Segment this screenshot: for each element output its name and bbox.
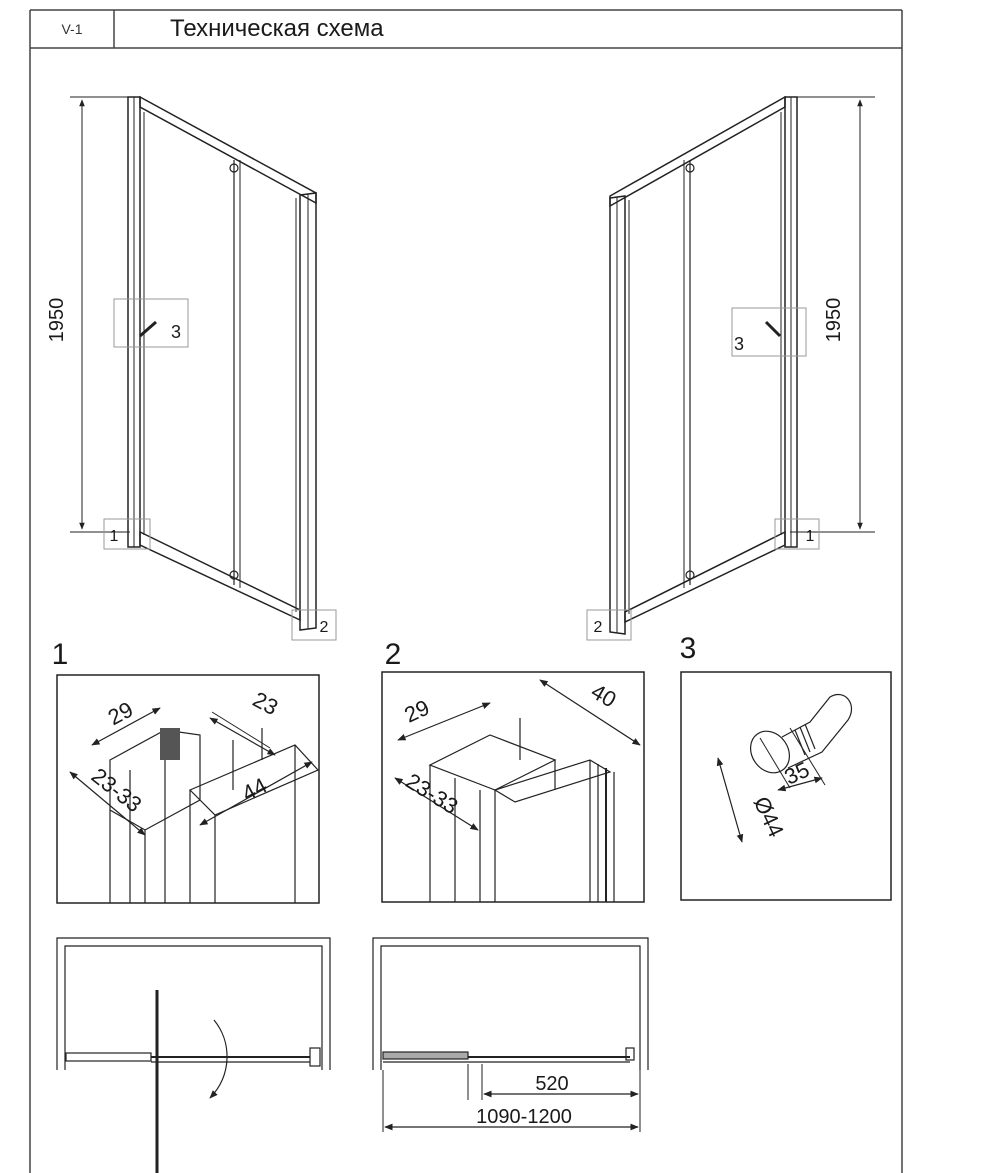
right-callout-2: 2 <box>594 619 603 636</box>
right-elevation <box>586 95 875 641</box>
plan-view-pivot <box>56 937 331 1173</box>
detail-3-dim-diameter: Ø44 <box>749 793 789 841</box>
detail-2-dim-depth: 29 <box>400 695 433 728</box>
detail-1-drawing <box>56 674 320 904</box>
detail-1-dim-top: 23 <box>249 687 282 721</box>
detail-2-number: 2 <box>385 638 402 671</box>
sheet-frame <box>29 9 903 1173</box>
drawing-code: V-1 <box>61 21 83 37</box>
detail-3-number: 3 <box>680 632 697 665</box>
left-height-dim: 1950 <box>46 298 68 343</box>
right-callout-1: 1 <box>806 528 815 545</box>
drawing-title: Техническая схема <box>170 15 384 42</box>
left-callout-2: 2 <box>320 619 329 636</box>
detail-2-drawing <box>381 671 645 903</box>
detail-1-dim-range: 23-33 <box>87 763 147 817</box>
detail-3-drawing <box>680 671 892 901</box>
plan-opening-dim: 520 <box>535 1073 568 1095</box>
detail-2-dim-range: 23-33 <box>401 768 462 819</box>
left-callout-1: 1 <box>110 528 119 545</box>
detail-1-number: 1 <box>52 638 69 671</box>
right-height-dim: 1950 <box>823 298 845 343</box>
right-callout-3: 3 <box>734 334 744 354</box>
detail-1-dim-depth: 29 <box>104 697 137 731</box>
left-elevation <box>70 95 337 641</box>
detail-2-dim-width: 40 <box>587 679 621 713</box>
plan-total-dim: 1090-1200 <box>476 1106 572 1128</box>
detail-3-dim-length: 35 <box>780 757 813 790</box>
plan-view-sliding <box>372 937 649 1132</box>
left-callout-3: 3 <box>171 322 181 342</box>
